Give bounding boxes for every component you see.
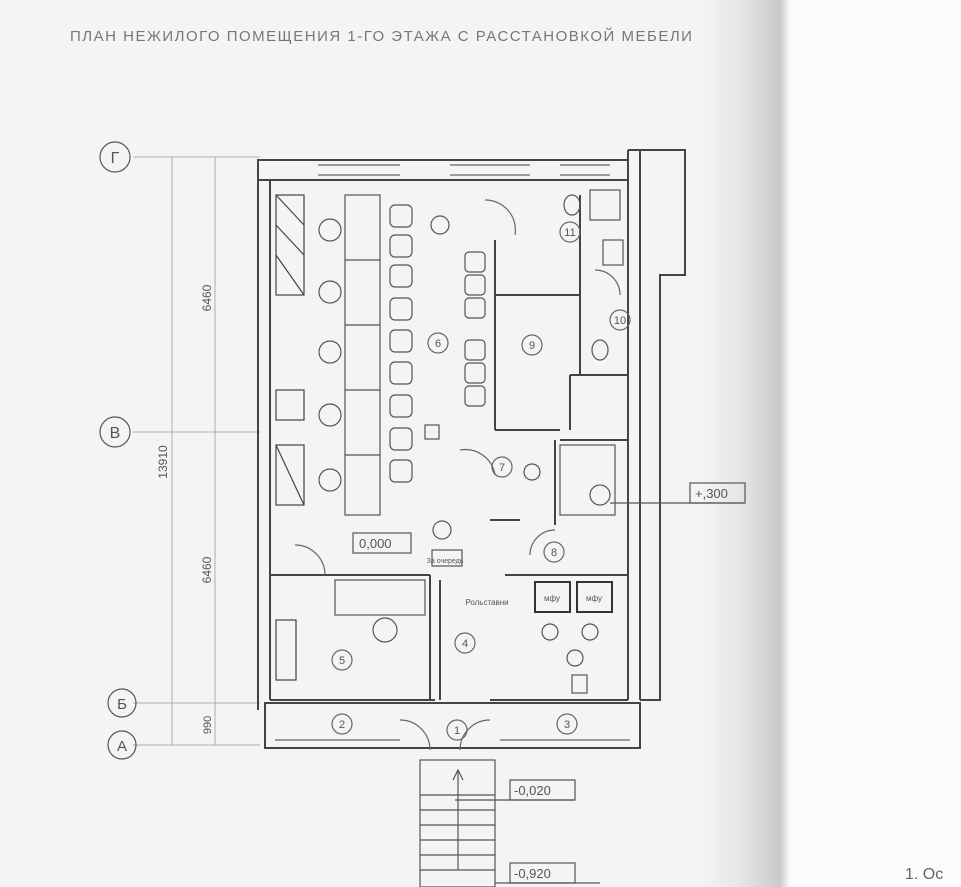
dimension-label: 6460 (200, 284, 214, 311)
axis-marker-v (99, 416, 131, 448)
axis-marker-b (107, 688, 137, 718)
axis-label: А (117, 738, 127, 755)
room-number: 11 (564, 227, 575, 239)
room-number: 4 (462, 638, 468, 650)
room-number: 5 (339, 655, 345, 667)
room-number: 9 (529, 340, 535, 352)
elevation-ground: -0,920 (514, 866, 551, 881)
room-number: 3 (564, 719, 570, 731)
shutters-label: Рольставни (465, 598, 508, 607)
axis-label: Б (117, 696, 127, 713)
chairs (318, 204, 611, 667)
axis-lines (133, 156, 260, 746)
axis-markers (99, 141, 137, 760)
room-number: 6 (435, 338, 441, 350)
queue-terminal (431, 549, 463, 567)
mfu-label: мфу (586, 594, 602, 603)
doors (294, 199, 621, 751)
sanitary-fixtures (563, 189, 624, 694)
mfu-label: мфу (544, 594, 560, 603)
windows (275, 164, 630, 741)
elevation-entrance: -0,020 (514, 783, 551, 798)
axis-label: В (110, 425, 121, 442)
room-markers (331, 221, 631, 741)
scan-fold-shadow (700, 0, 790, 887)
entrance-stairs (419, 759, 496, 887)
room-number: 7 (499, 462, 505, 474)
walls (257, 149, 686, 749)
room-number: 8 (551, 547, 557, 559)
queue-label: За очередь (427, 558, 464, 565)
dimension-label: 13910 (156, 445, 170, 479)
mfu-devices (534, 581, 613, 613)
room-number: 2 (339, 719, 345, 731)
elevation-raised: +,300 (695, 486, 728, 501)
axis-label: Г (111, 150, 120, 167)
room-number: 1 (454, 725, 460, 737)
cabinets (275, 194, 305, 681)
desks (334, 194, 616, 616)
room-number: 10 (614, 315, 626, 327)
dimension-label: 990 (202, 716, 214, 734)
next-page-edge (780, 0, 961, 887)
elevation-marks (352, 482, 746, 884)
dimension-label: 6460 (200, 556, 214, 583)
footnote: 1. Ос (905, 866, 944, 883)
elevation-floor: 0,000 (359, 536, 392, 551)
axis-marker-a (107, 730, 137, 760)
axis-marker-g (99, 141, 131, 173)
drawing-title: ПЛАН НЕЖИЛОГО ПОМЕЩЕНИЯ 1-ГО ЭТАЖА С РАС… (70, 28, 694, 45)
